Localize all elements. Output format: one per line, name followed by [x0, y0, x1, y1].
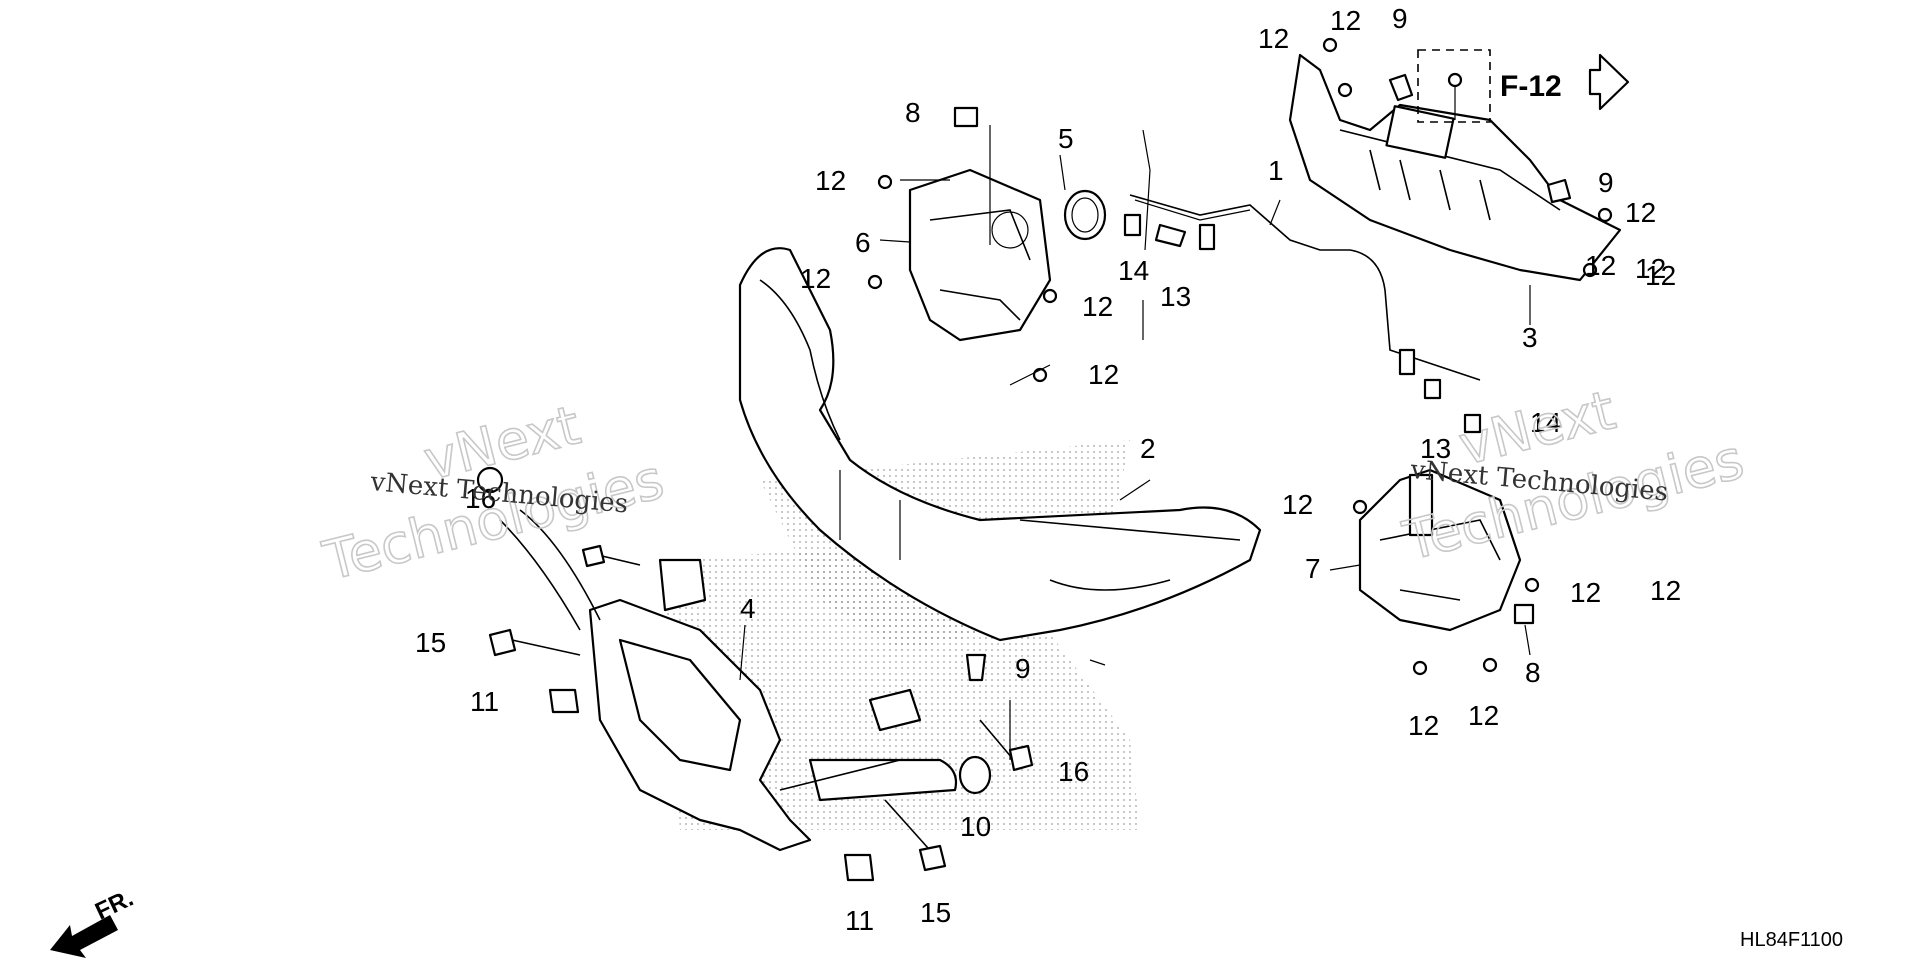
callout-13-left: 13 — [1160, 281, 1191, 312]
reference-f12: F-12 — [1500, 53, 1630, 111]
callout-7: 7 — [1305, 553, 1321, 584]
callout-11-bottom: 11 — [845, 905, 874, 936]
front-label: FR. — [91, 885, 137, 926]
callout-12-g: 12 — [1625, 197, 1656, 228]
callout-3: 3 — [1522, 322, 1538, 353]
front-fascia — [738, 247, 1262, 642]
callout-5: 5 — [1058, 123, 1074, 154]
right-housing — [1358, 468, 1522, 632]
callout-10: 10 — [960, 811, 991, 842]
left-housing — [908, 168, 1052, 342]
callout-14-right: 14 — [1530, 407, 1561, 438]
callout-12-h: 12 — [1635, 253, 1666, 284]
callout-12-d: 12 — [800, 263, 831, 294]
upper-grille — [1288, 53, 1622, 282]
diagram-code: HL84F1100 — [1740, 929, 1843, 951]
callout-15-bottom: 15 — [920, 897, 951, 928]
reference-box — [1417, 49, 1491, 123]
callout-16-right: 16 — [1058, 756, 1089, 787]
callout-13-right: 13 — [1420, 433, 1451, 464]
wire-harness — [1129, 194, 1481, 381]
front-direction: FR. — [50, 885, 138, 958]
callout-12-c: 12 — [815, 165, 846, 196]
callout-4: 4 — [740, 593, 756, 624]
front-arrow-icon — [50, 915, 118, 958]
callout-12-o: 12 — [1585, 250, 1616, 281]
callout-16-left: 16 — [465, 483, 496, 514]
callout-6: 6 — [855, 227, 871, 258]
callout-12-n: 12 — [1645, 260, 1676, 291]
callout-8-top: 8 — [905, 97, 921, 128]
reference-label: F-12 — [1500, 70, 1562, 103]
lower-frame — [499, 509, 958, 852]
reference-arrow-icon — [1588, 53, 1630, 111]
fasteners — [476, 37, 1613, 882]
callout-9-top: 9 — [1392, 3, 1408, 34]
callout-12-i: 12 — [1282, 489, 1313, 520]
callout-numbers: 1 2 3 4 5 6 7 8 8 9 9 9 10 11 11 12 12 1… — [415, 3, 1681, 936]
callout-12-f: 12 — [1088, 359, 1119, 390]
callout-1: 1 — [1268, 155, 1284, 186]
callout-15-left: 15 — [415, 627, 446, 658]
callout-12-j: 12 — [1570, 577, 1601, 608]
callout-12-e: 12 — [1082, 291, 1113, 322]
callout-12-a: 12 — [1258, 23, 1289, 54]
callout-9-right: 9 — [1598, 167, 1614, 198]
seal-ring — [1063, 189, 1107, 241]
callout-2: 2 — [1140, 433, 1156, 464]
callout-14-left: 14 — [1118, 255, 1149, 286]
leader-lines — [739, 125, 1531, 760]
callout-8-right: 8 — [1525, 657, 1541, 688]
callout-12-l: 12 — [1468, 700, 1499, 731]
callout-9-center: 9 — [1015, 653, 1031, 684]
callout-12-k: 12 — [1408, 710, 1439, 741]
callout-12-b: 12 — [1330, 5, 1361, 36]
callout-12-m: 12 — [1650, 575, 1681, 606]
callout-11-left: 11 — [470, 686, 499, 717]
